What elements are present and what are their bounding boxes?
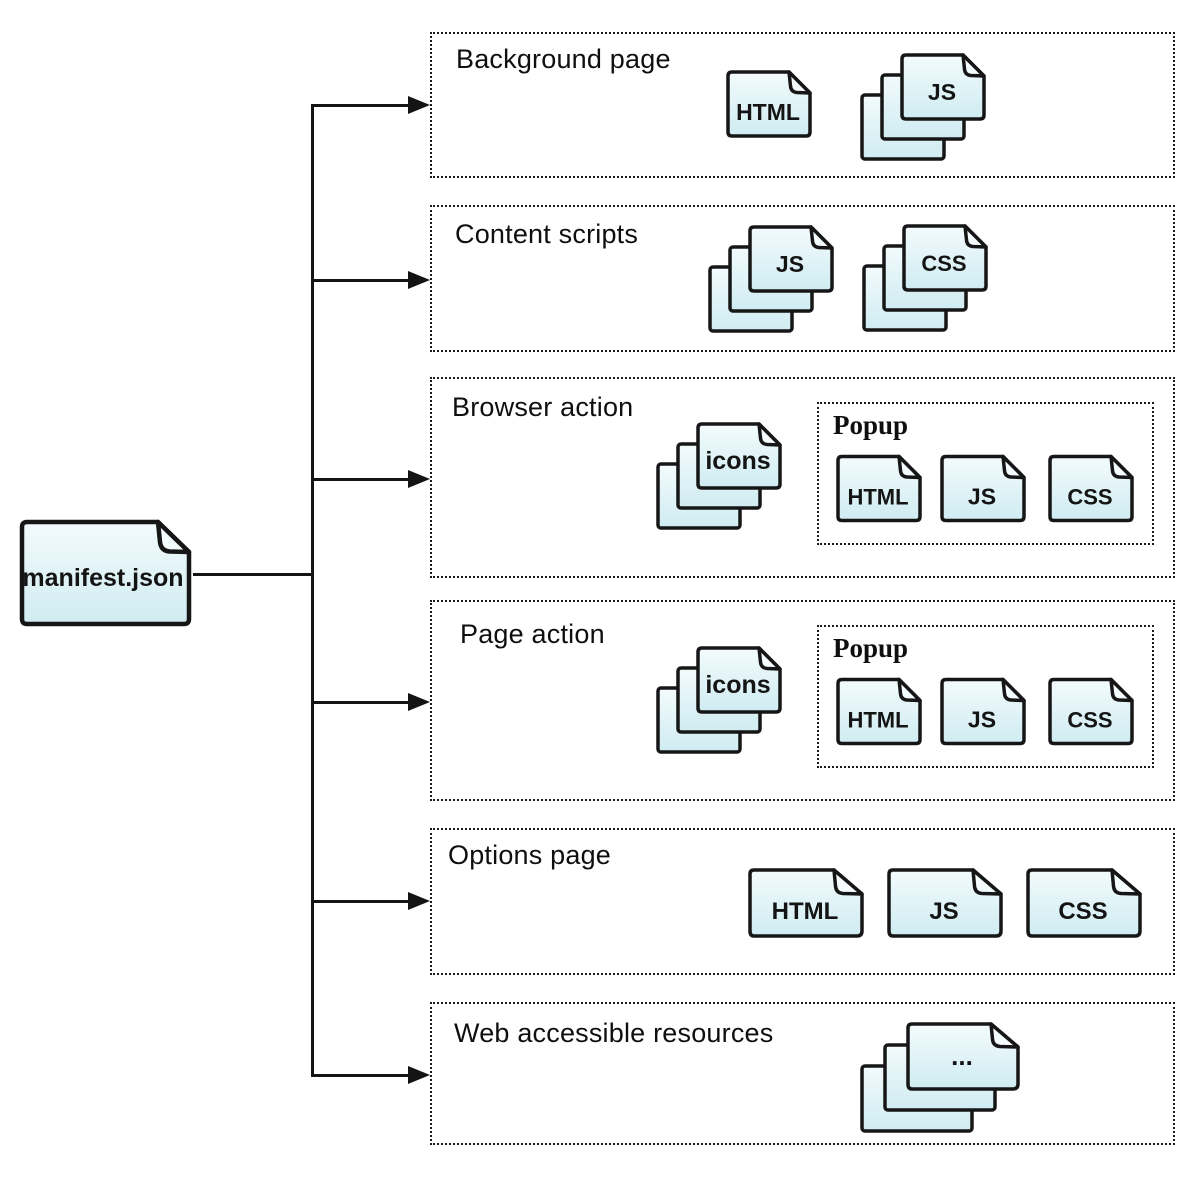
popup-panel: Popup HTML JS CSS [817,402,1154,545]
file-label: icons [705,671,770,699]
popup-panel: Popup HTML JS CSS [817,625,1154,768]
js-file-icon: JS [939,452,1027,525]
file-label: HTML [772,898,839,925]
css-file-icon: CSS [1025,867,1143,939]
file-label: JS [929,898,958,925]
file-label: JS [968,707,996,733]
html-file-icon: HTML [835,452,923,525]
file-label: icons [705,447,770,475]
file-label: HTML [847,485,908,510]
css-file-icon: CSS [1047,675,1135,748]
arrowhead-icon-5 [408,892,430,910]
manifest-json-label: manifest.json [22,564,183,592]
box-title: Content scripts [455,219,639,249]
box-title: Web accessible resources [454,1018,774,1048]
arrowhead-icon-6 [408,1066,430,1084]
ellipsis-file-stack-icon: ... [859,1021,1021,1134]
branch-line-4 [311,701,410,704]
branch-line-1 [311,104,410,107]
html-file-icon: HTML [747,867,865,939]
file-label: CSS [921,251,966,276]
box-page-action: Page action icons Popup HTML [430,600,1175,801]
file-label: HTML [736,99,800,125]
file-label: CSS [1067,708,1112,733]
icons-file-stack-icon: icons [655,421,783,531]
branch-line-5 [311,900,410,903]
box-title: Page action [460,619,605,649]
trunk-line [311,104,314,1076]
popup-label: Popup [833,410,909,440]
file-label: JS [968,484,996,510]
box-title: Background page [456,44,671,74]
file-label: JS [776,251,804,277]
manifest-json-file-icon: manifest.json [18,518,193,628]
branch-line-6 [311,1074,410,1077]
manifest-connector-line [193,573,313,576]
html-file-icon: HTML [725,69,813,139]
arrowhead-icon-4 [408,693,430,711]
js-file-stack-icon: JS [859,52,987,162]
box-title: Options page [448,840,612,870]
file-label: ... [951,1041,973,1071]
popup-label: Popup [833,633,909,663]
file-label: CSS [1067,485,1112,510]
branch-line-3 [311,478,410,481]
css-file-stack-icon: CSS [861,223,989,333]
arrowhead-icon-3 [408,470,430,488]
box-title: Browser action [452,392,634,422]
branch-line-2 [311,279,410,282]
js-file-icon: JS [939,675,1027,748]
html-file-icon: HTML [835,675,923,748]
icons-file-stack-icon: icons [655,645,783,755]
box-web-accessible-resources: Web accessible resources ... [430,1002,1175,1145]
file-label: CSS [1058,898,1107,925]
arrowhead-icon-1 [408,96,430,114]
js-file-icon: JS [886,867,1004,939]
css-file-icon: CSS [1047,452,1135,525]
box-options-page: Options page HTML JS CSS [430,828,1175,975]
file-label: JS [928,79,956,105]
box-content-scripts: Content scripts JS CSS [430,205,1175,352]
box-browser-action: Browser action icons Popup HTML [430,377,1175,578]
file-label: HTML [847,708,908,733]
js-file-stack-icon: JS [707,224,835,334]
arrowhead-icon-2 [408,271,430,289]
box-background-page: Background page HTML JS [430,32,1175,178]
